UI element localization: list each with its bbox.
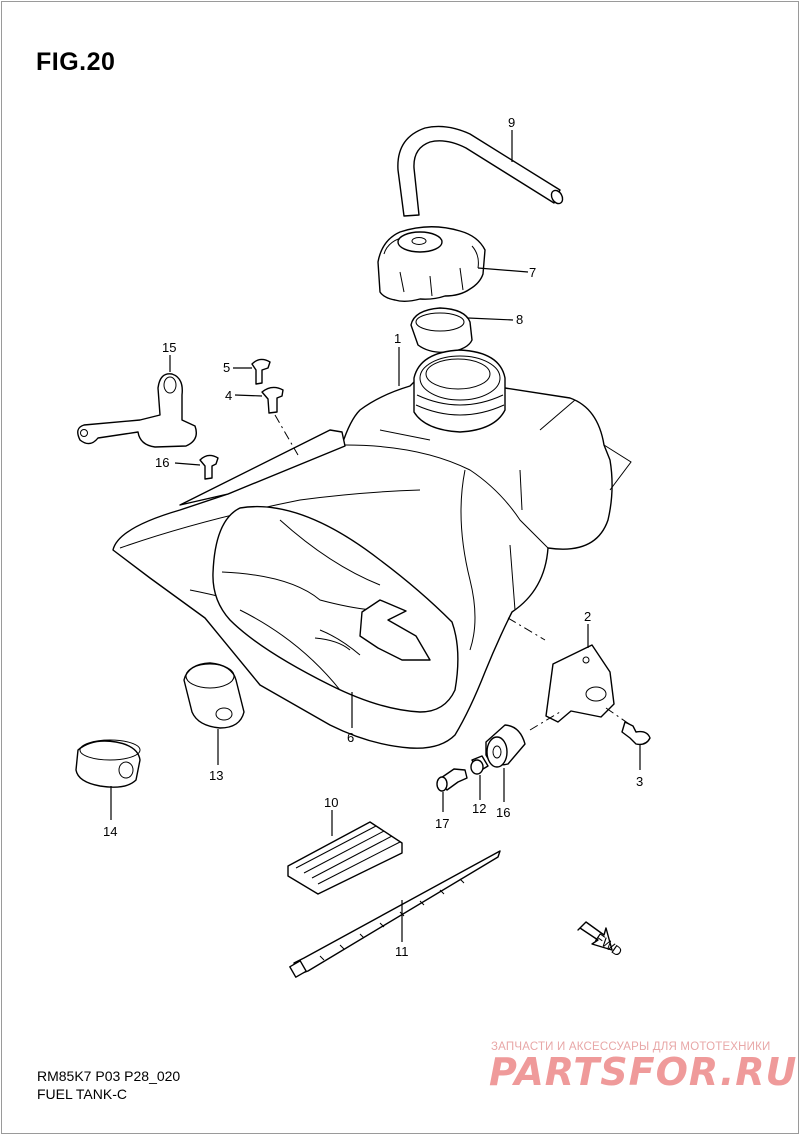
part-label-9: 9 xyxy=(508,115,515,130)
fuel-cap-drawing xyxy=(377,226,486,302)
cushion-rubber-upper-drawing xyxy=(183,662,245,729)
part-label-13: 15 xyxy=(162,340,176,355)
watermark-brand: PARTSFOR.RU xyxy=(489,1050,798,1094)
fuel-cock-drawing xyxy=(77,373,198,448)
cap-gasket-drawing xyxy=(410,307,473,354)
part-label-3: 3 xyxy=(636,774,643,789)
forward-arrow: FWD xyxy=(577,921,625,959)
part-label-15: 12 xyxy=(472,801,486,816)
watermark-caption: ЗАПЧАСТИ И АКСЕССУАРЫ ДЛЯ МОТОТЕХНИКИ xyxy=(491,1041,771,1053)
part-label-4: 4 xyxy=(225,388,232,403)
part-label-12-upper: 13 xyxy=(209,768,223,783)
cable-tie-drawing xyxy=(289,850,501,978)
drawing-name: FUEL TANK-C xyxy=(37,1086,127,1102)
part-label-14: 16 xyxy=(155,455,169,470)
bolt-17-drawing xyxy=(436,768,468,792)
spacer-drawing xyxy=(470,755,489,775)
leader-lines xyxy=(110,130,641,942)
cushion-rubber-lower-drawing xyxy=(75,739,141,788)
screw-3-drawing xyxy=(621,721,651,746)
bracket-drawing xyxy=(529,644,633,731)
forward-arrow-label: FWD xyxy=(592,930,625,959)
bolt-collar-drawing xyxy=(251,358,546,641)
part-label-1: 1 xyxy=(394,331,401,346)
part-label-7: 7 xyxy=(529,265,536,280)
cushion-pad-drawing xyxy=(287,821,403,895)
breather-hose-drawing xyxy=(397,125,564,217)
tank-emblem-drawing xyxy=(212,505,459,713)
figure-title: FIG.20 xyxy=(36,48,116,76)
part-labels: 9 7 8 1 15 5 4 16 2 3 6 13 14 10 11 17 1… xyxy=(103,115,643,959)
mount-rubber-drawing xyxy=(485,724,526,768)
part-label-17: 17 xyxy=(435,816,449,831)
part-label-10: 10 xyxy=(324,795,338,810)
part-label-12-lower: 14 xyxy=(103,824,117,839)
part-label-6: 6 xyxy=(347,730,354,745)
drawing-code: RM85K7 P03 P28_020 xyxy=(37,1068,181,1084)
part-label-11: 11 xyxy=(395,944,409,959)
screw-drawing xyxy=(199,454,219,480)
part-label-8: 8 xyxy=(516,312,523,327)
part-label-5: 5 xyxy=(223,360,230,375)
part-label-16: 16 xyxy=(496,805,510,820)
part-label-2: 2 xyxy=(584,609,591,624)
